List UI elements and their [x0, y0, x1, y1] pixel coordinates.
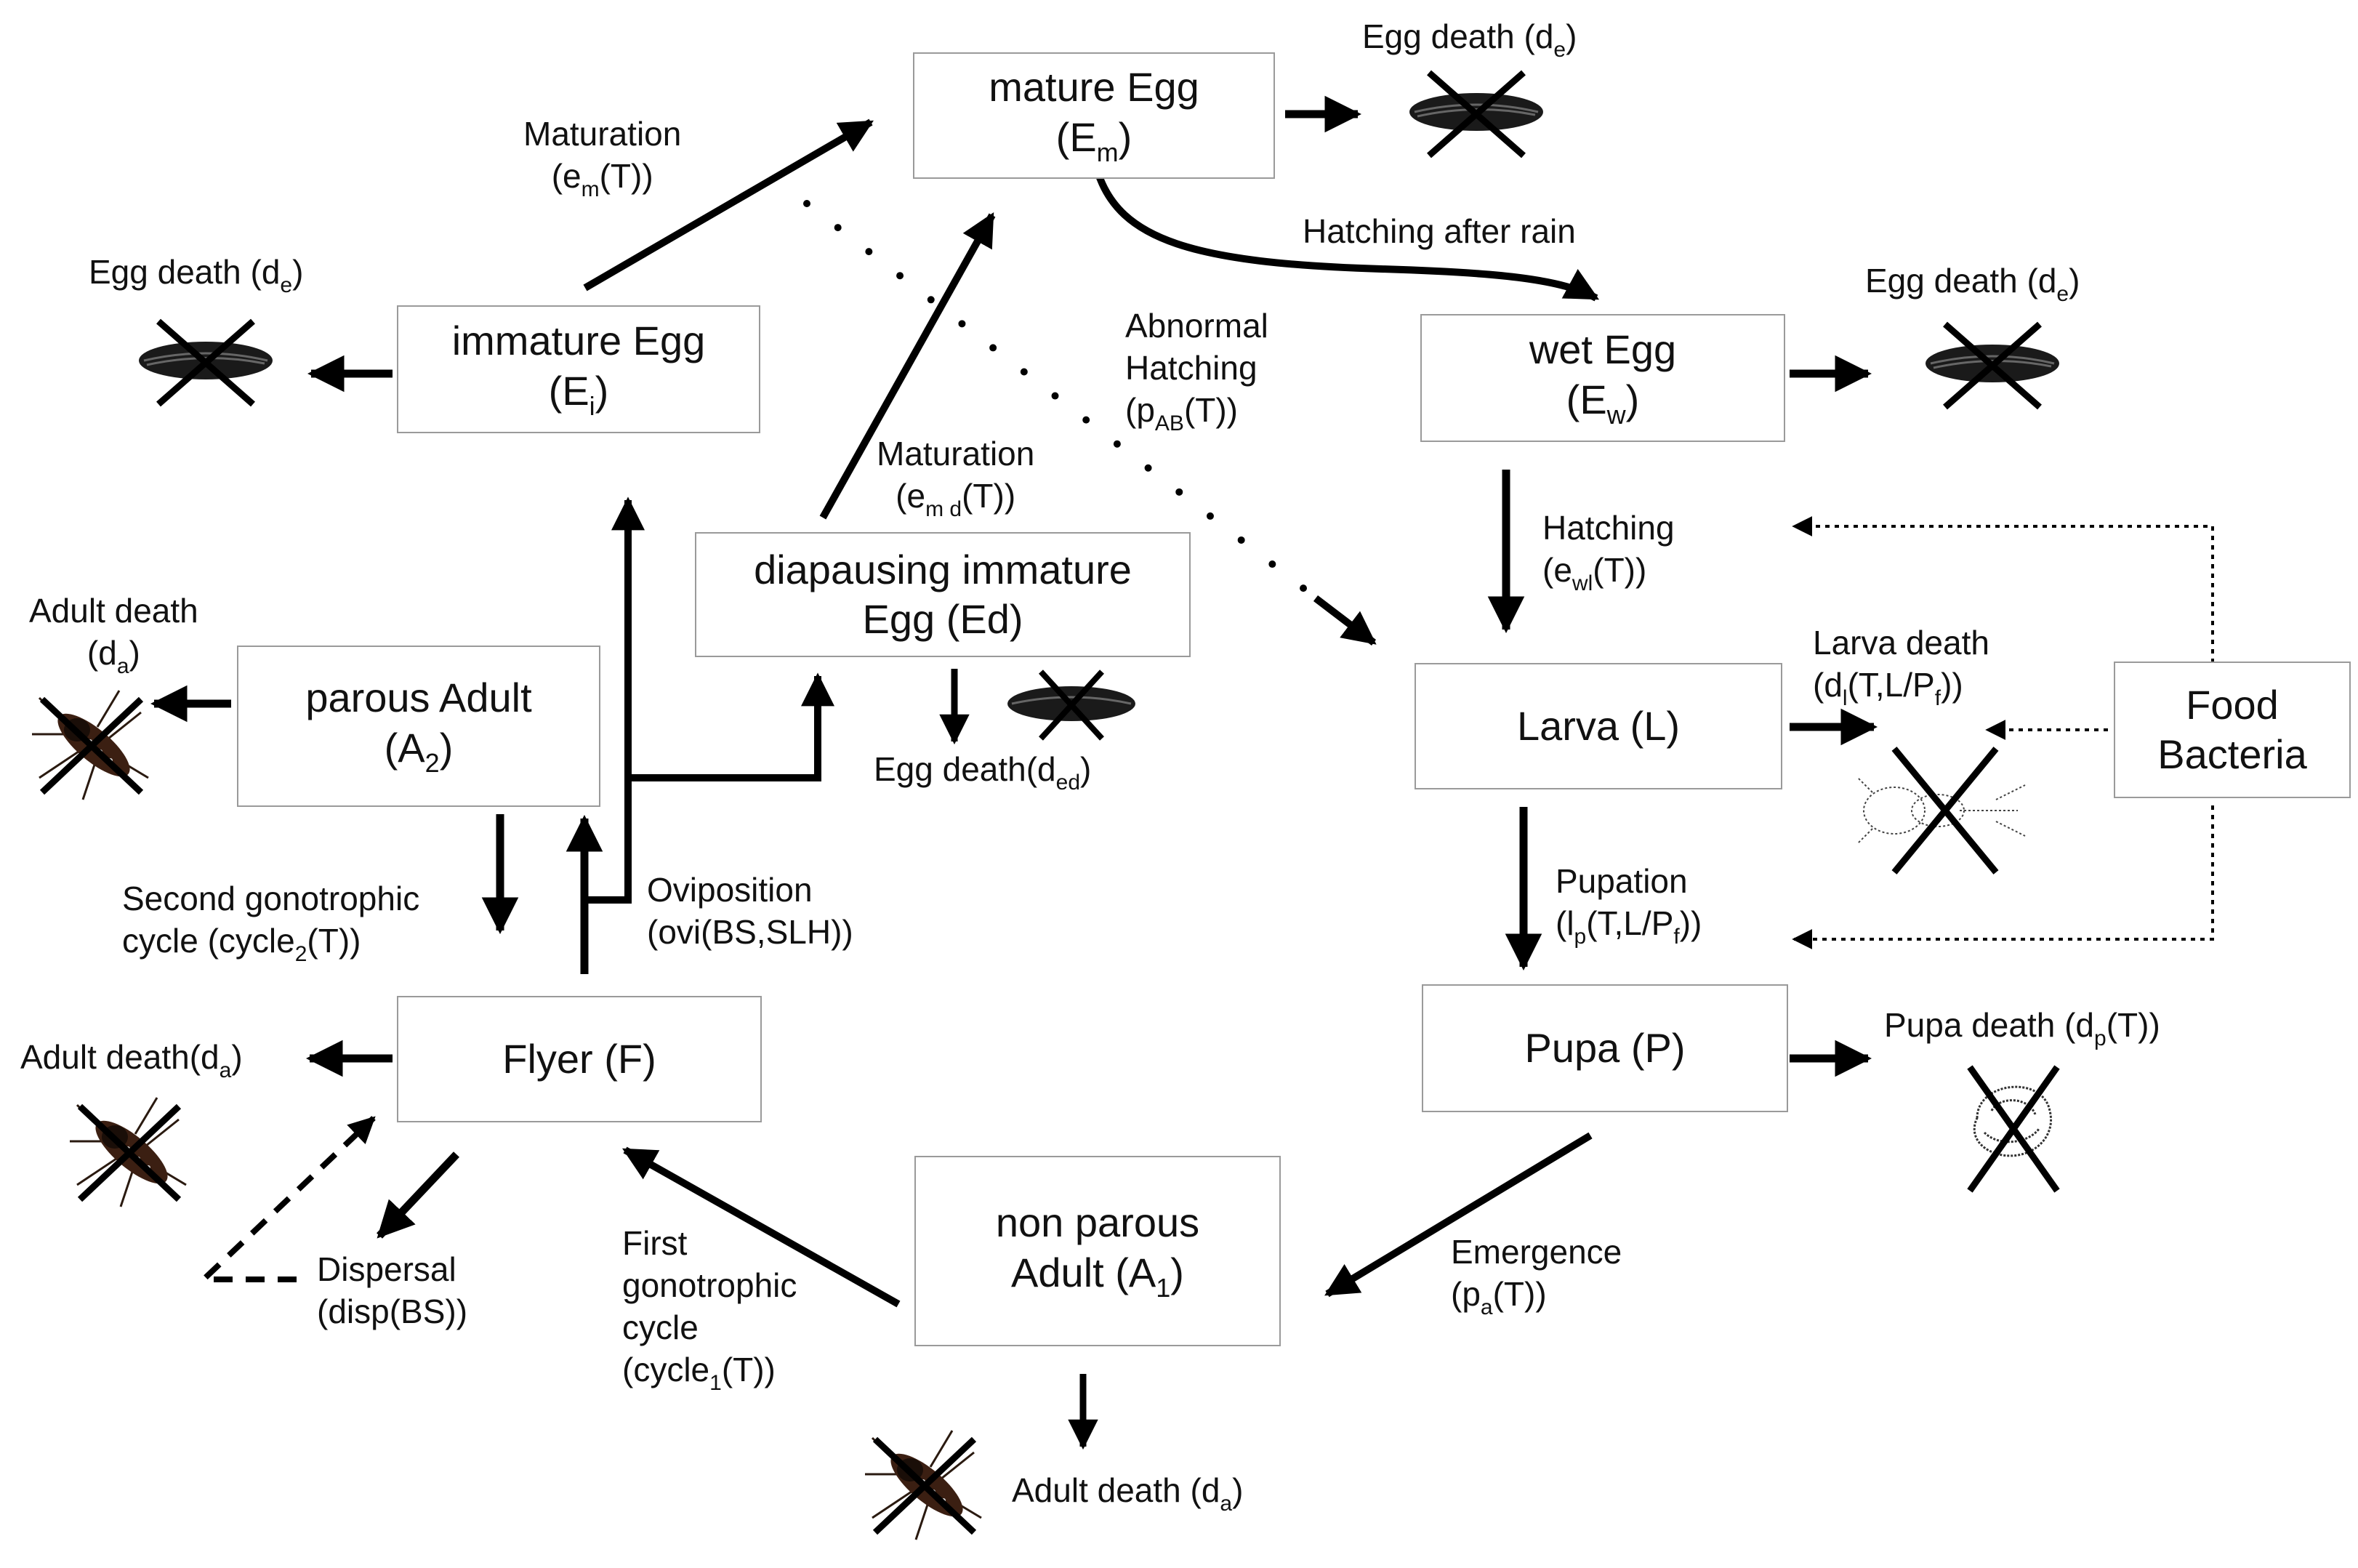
arrow-maturation [583, 118, 874, 292]
hatching-after-rain-label: Hatching after rain [1303, 212, 1576, 250]
arrow-food-to-hatching [1792, 516, 2214, 663]
adult-death-parous-label: Adult death (da) [29, 592, 198, 678]
oviposition-label: Oviposition (ovi(BS,SLH)) [647, 871, 853, 951]
arrow-first-gonotrophic [621, 1146, 901, 1308]
immature-egg-label: immature Egg [451, 318, 706, 364]
larva-death-icon [1857, 747, 2026, 875]
wet-egg-label: wet Egg [1529, 326, 1677, 373]
second-gonotrophic-label: Second gonotrophic cycle (cycle2(T)) [122, 880, 420, 966]
diapausing-egg-box: diapausing immature Egg (Ed) [695, 532, 1191, 657]
pupa-death-label: Pupa death (dp(T)) [1884, 1006, 2160, 1050]
mosquito-death-icon [32, 690, 149, 800]
mosquito-death-icon [70, 1097, 187, 1207]
first-gonotrophic-label: First gonotrophic cycle (cycle1(T)) [622, 1224, 797, 1395]
arrow-emergence [1324, 1132, 1593, 1298]
maturation-diapause-label: Maturation (em d(T)) [877, 435, 1035, 521]
arrow-food-to-pupation [1792, 805, 2214, 949]
food-bacteria-box: Food Bacteria [2114, 662, 2351, 798]
adult-death-bottom-label: Adult death (da) [1012, 1471, 1244, 1516]
arrow-abnormal-hatching-head [1313, 595, 1377, 646]
pupa-box: Pupa (P) [1422, 984, 1788, 1112]
egg-death-icon [1409, 70, 1543, 158]
flyer-box: Flyer (F) [397, 996, 762, 1122]
egg-death-top-label: Egg death (de) [1362, 17, 1577, 62]
pupa-label: Pupa (P) [1524, 1024, 1686, 1071]
abnormal-hatching-label: Abnormal Hatching (pAB(T)) [1125, 307, 1268, 435]
maturation-label: Maturation (em(T)) [523, 115, 682, 201]
wet-egg-box: wet Egg (Ew) [1420, 314, 1785, 442]
arrow-oviposition-to-diapause [628, 672, 834, 781]
non-parous-label: non parous [995, 1199, 1200, 1246]
larva-death-label: Larva death (dl(T,L/Pf)) [1813, 624, 1989, 710]
larva-label: Larva (L) [1516, 702, 1681, 749]
egg-death-diapause-label: Egg death(ded) [874, 750, 1092, 795]
emergence-label: Emergence (pa(T)) [1451, 1233, 1622, 1319]
arrow-dispersal [377, 1151, 459, 1239]
mature-egg-label: mature Egg [989, 64, 1199, 110]
flyer-label: Flyer (F) [502, 1035, 656, 1082]
immature-egg-box: immature Egg (Ei) [397, 305, 760, 433]
diapausing-egg-label: diapausing immature [754, 546, 1132, 592]
mosquito-death-icon [865, 1430, 982, 1540]
egg-death-left-label: Egg death (de) [89, 253, 304, 297]
hatching-label: Hatching (ewl(T)) [1542, 509, 1675, 595]
diapausing-egg-symbol: Egg (Ed) [862, 596, 1023, 642]
pupa-death-icon [1967, 1065, 2060, 1193]
adult-death-flyer-label: Adult death(da) [20, 1038, 243, 1082]
arrow-diapause-maturation [819, 212, 996, 520]
arrow-hatching-after-rain [1094, 170, 1600, 302]
larva-box: Larva (L) [1415, 663, 1782, 789]
egg-death-right-label: Egg death (de) [1865, 262, 2080, 306]
non-parous-adult-box: non parous Adult (A1) [914, 1156, 1281, 1346]
egg-death-icon [1007, 670, 1135, 741]
food-bacteria-line1: Food [2186, 681, 2279, 728]
mature-egg-box: mature Egg (Em) [913, 52, 1275, 179]
pupation-label: Pupation (lp(T,L/Pf)) [1556, 862, 1702, 949]
parous-adult-box: parous Adult (A2) [237, 646, 600, 807]
arrow-oviposition-to-immature [584, 496, 645, 904]
parous-adult-label: parous Adult [305, 675, 532, 721]
food-bacteria-line2: Bacteria [2157, 731, 2307, 777]
egg-death-icon [139, 318, 273, 407]
egg-death-icon [1926, 321, 2059, 410]
dispersal-label: Dispersal (disp(BS)) [317, 1250, 468, 1330]
